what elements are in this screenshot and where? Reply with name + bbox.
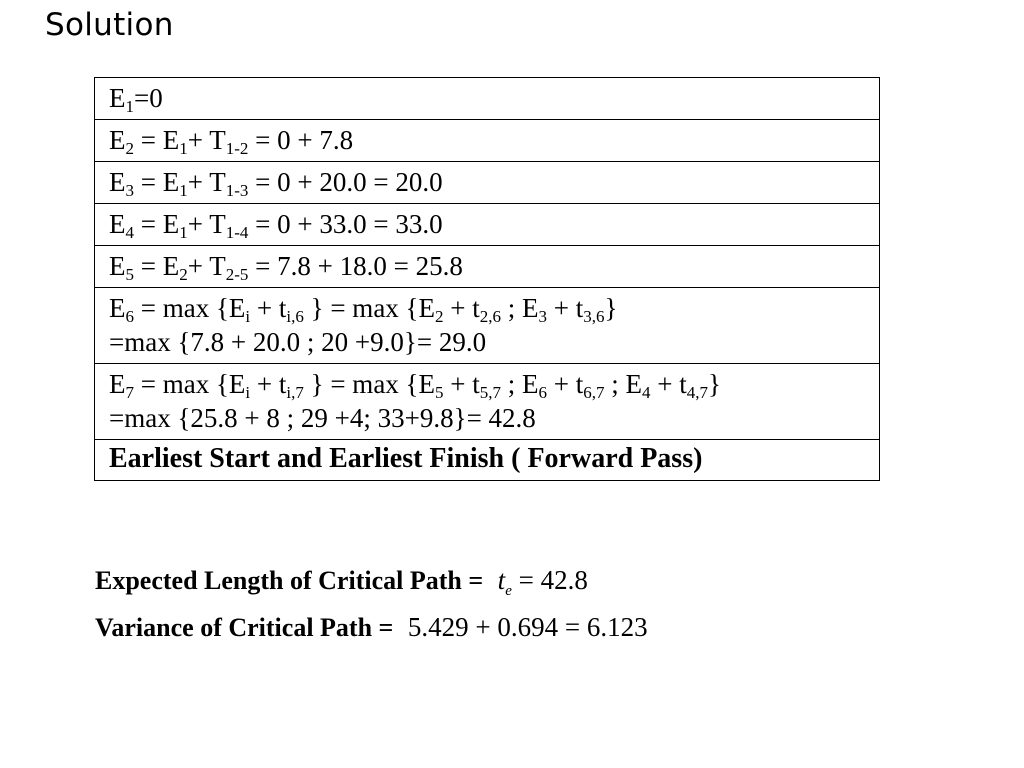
- equation-text: = 0 + 33.0 = 33.0: [248, 209, 443, 239]
- equation-cell: E5 = E2+ T2-5 = 7.8 + 18.0 = 25.8: [94, 245, 880, 288]
- equation-text: ; E: [500, 293, 539, 323]
- subscript: 3: [538, 307, 547, 326]
- expected-length-variable-subscript: e: [505, 583, 512, 599]
- subscript: 5,7: [479, 383, 501, 402]
- equation-text: + t: [546, 369, 584, 399]
- subscript: 1: [179, 181, 188, 200]
- equation-text: E: [109, 83, 126, 113]
- equation-text: E: [109, 125, 126, 155]
- slide-title: Solution: [45, 7, 174, 43]
- subscript: 1: [179, 223, 188, 242]
- equation-text: =max {25.8 + 8 ; 29 +4; 33+9.8}= 42.8: [109, 403, 536, 433]
- equation-text: + T: [187, 209, 226, 239]
- equation-text: E: [109, 209, 126, 239]
- equation-text: } = max {E: [303, 293, 435, 323]
- equation-cell: E1=0: [94, 77, 880, 120]
- subscript: 6,7: [583, 383, 605, 402]
- subscript: 1: [125, 97, 135, 116]
- equation-text: + t: [250, 369, 287, 399]
- subscript: i: [245, 307, 251, 326]
- equation-cell: E3 = E1+ T1-3 = 0 + 20.0 = 20.0: [94, 161, 880, 204]
- subscript: 4: [125, 223, 135, 242]
- equation-text: = 0 + 7.8: [248, 125, 354, 155]
- expected-length-formula: te = 42.8: [497, 565, 588, 599]
- equation-text: =0: [134, 83, 163, 113]
- subscript: 3: [125, 181, 135, 200]
- equation-text: = E: [134, 209, 180, 239]
- subscript: 4: [641, 383, 651, 402]
- equation-cell: E2 = E1+ T1-2 = 0 + 7.8: [94, 119, 880, 162]
- equation-text: + t: [443, 369, 480, 399]
- equation-text: E: [109, 167, 126, 197]
- equation-text: + t: [650, 369, 687, 399]
- equation-text: + t: [546, 293, 584, 323]
- subscript: 1-4: [225, 223, 249, 242]
- variance-line: Variance of Critical Path = 5.429 + 0.69…: [95, 612, 648, 643]
- variance-formula: 5.429 + 0.694 = 6.123: [407, 612, 648, 642]
- subscript: 1-3: [225, 181, 249, 200]
- subscript: 7: [125, 383, 135, 402]
- table-row: E5 = E2+ T2-5 = 7.8 + 18.0 = 25.8: [94, 245, 880, 288]
- equation-text: ; E: [500, 369, 539, 399]
- equation-cell: E4 = E1+ T1-4 = 0 + 33.0 = 33.0: [94, 203, 880, 246]
- equation-text: + t: [250, 293, 287, 323]
- subscript: 3,6: [583, 307, 605, 326]
- table-caption-row: Earliest Start and Earliest Finish ( For…: [94, 439, 880, 481]
- subscript: i,6: [286, 307, 304, 326]
- table-row: E6 = max {Ei + ti,6 } = max {E2 + t2,6 ;…: [94, 287, 880, 364]
- table-row: E7 = max {Ei + ti,7 } = max {E5 + t5,7 ;…: [94, 363, 880, 440]
- table-row: E3 = E1+ T1-3 = 0 + 20.0 = 20.0: [94, 161, 880, 204]
- equation-text: E: [109, 293, 126, 323]
- subscript: 5: [435, 383, 444, 402]
- table-row: E2 = E1+ T1-2 = 0 + 7.8: [94, 119, 880, 162]
- equation-text: = 0 + 20.0 = 20.0: [248, 167, 443, 197]
- equation-text: = E: [134, 167, 180, 197]
- expected-length-variable: t: [497, 565, 506, 595]
- subscript: 2,6: [479, 307, 501, 326]
- equation-text: }: [604, 293, 618, 323]
- subscript: i: [245, 383, 251, 402]
- subscript: 2-5: [225, 265, 249, 284]
- variance-label: Variance of Critical Path =: [95, 613, 400, 642]
- equation-text: =max {7.8 + 20.0 ; 20 +9.0}= 29.0: [109, 327, 487, 357]
- subscript: 4,7: [686, 383, 708, 402]
- equation-text: + T: [187, 251, 226, 281]
- subscript: 1-2: [225, 139, 249, 158]
- equation-text: = max {E: [134, 293, 246, 323]
- equation-text: }: [707, 369, 721, 399]
- equation-text: E: [109, 369, 126, 399]
- equation-text: + t: [443, 293, 480, 323]
- subscript: i,7: [286, 383, 304, 402]
- table-caption: Earliest Start and Earliest Finish ( For…: [94, 439, 880, 481]
- equation-text: ; E: [604, 369, 642, 399]
- equation-text: } = max {E: [303, 369, 435, 399]
- subscript: 2: [435, 307, 444, 326]
- subscript: 2: [125, 139, 135, 158]
- subscript: 5: [125, 265, 135, 284]
- expected-length-label: Expected Length of Critical Path =: [95, 566, 490, 595]
- equation-text: = 7.8 + 18.0 = 25.8: [248, 251, 463, 281]
- equation-text: + T: [187, 167, 226, 197]
- equation-cell: E7 = max {Ei + ti,7 } = max {E5 + t5,7 ;…: [94, 363, 880, 440]
- table-row: E1=0: [94, 77, 880, 120]
- expected-length-line: Expected Length of Critical Path = te = …: [95, 565, 588, 599]
- table-row: E4 = E1+ T1-4 = 0 + 33.0 = 33.0: [94, 203, 880, 246]
- equation-text: = E: [134, 251, 180, 281]
- subscript: 2: [179, 265, 188, 284]
- expected-length-value: = 42.8: [511, 565, 588, 595]
- equation-text: E: [109, 251, 126, 281]
- equation-text: = E: [134, 125, 180, 155]
- equation-cell: E6 = max {Ei + ti,6 } = max {E2 + t2,6 ;…: [94, 287, 880, 364]
- subscript: 1: [179, 139, 188, 158]
- forward-pass-table: E1=0 E2 = E1+ T1-2 = 0 + 7.8 E3 = E1+ T1…: [94, 77, 880, 481]
- subscript: 6: [538, 383, 547, 402]
- subscript: 6: [125, 307, 135, 326]
- equation-text: = max {E: [134, 369, 246, 399]
- equation-text: + T: [187, 125, 226, 155]
